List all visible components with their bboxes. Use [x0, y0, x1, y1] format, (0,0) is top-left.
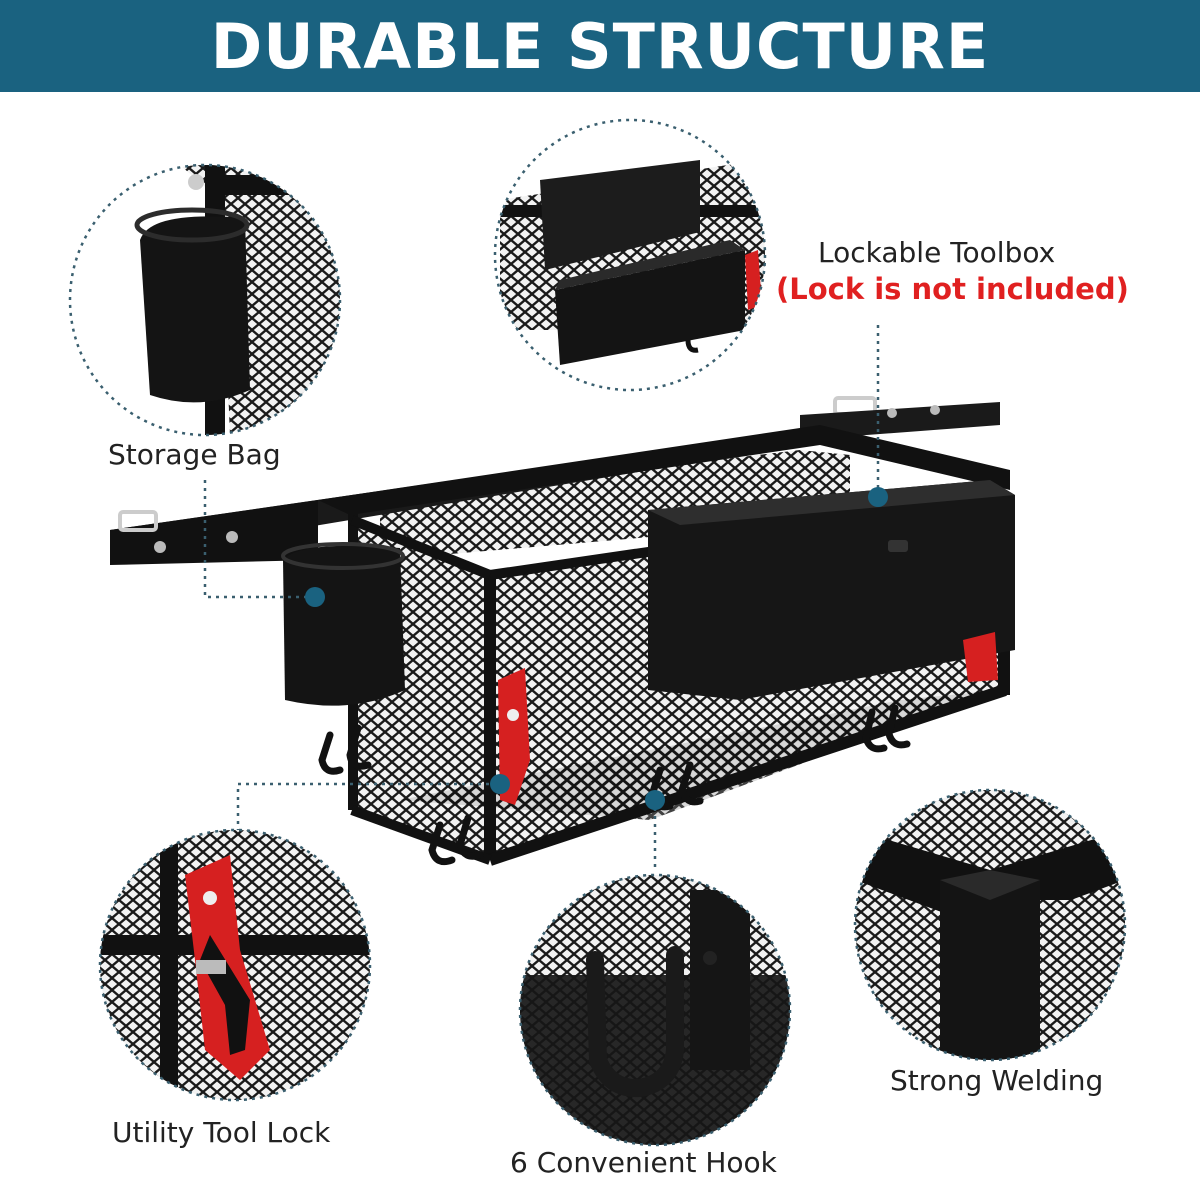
callout-lines: [203, 325, 880, 870]
welding-label: Strong Welding: [890, 1064, 1104, 1097]
rack-main: [110, 396, 1015, 866]
tool-lock-label: Utility Tool Lock: [112, 1116, 331, 1149]
detail-toolbox: [493, 118, 767, 392]
storage-bag-label: Storage Bag: [108, 438, 281, 471]
toolbox-note-label: (Lock is not included): [776, 272, 1129, 306]
page-title: DURABLE STRUCTURE: [210, 9, 990, 83]
title-banner: DURABLE STRUCTURE: [0, 0, 1200, 92]
callout-dots: [305, 487, 888, 810]
detail-storage-bag: [68, 163, 342, 437]
detail-hook: [518, 873, 792, 1147]
detail-tool-lock: [98, 828, 372, 1102]
hooks-label: 6 Convenient Hook: [510, 1146, 777, 1179]
detail-welding: [853, 788, 1127, 1062]
toolbox-label: Lockable Toolbox: [818, 236, 1056, 269]
